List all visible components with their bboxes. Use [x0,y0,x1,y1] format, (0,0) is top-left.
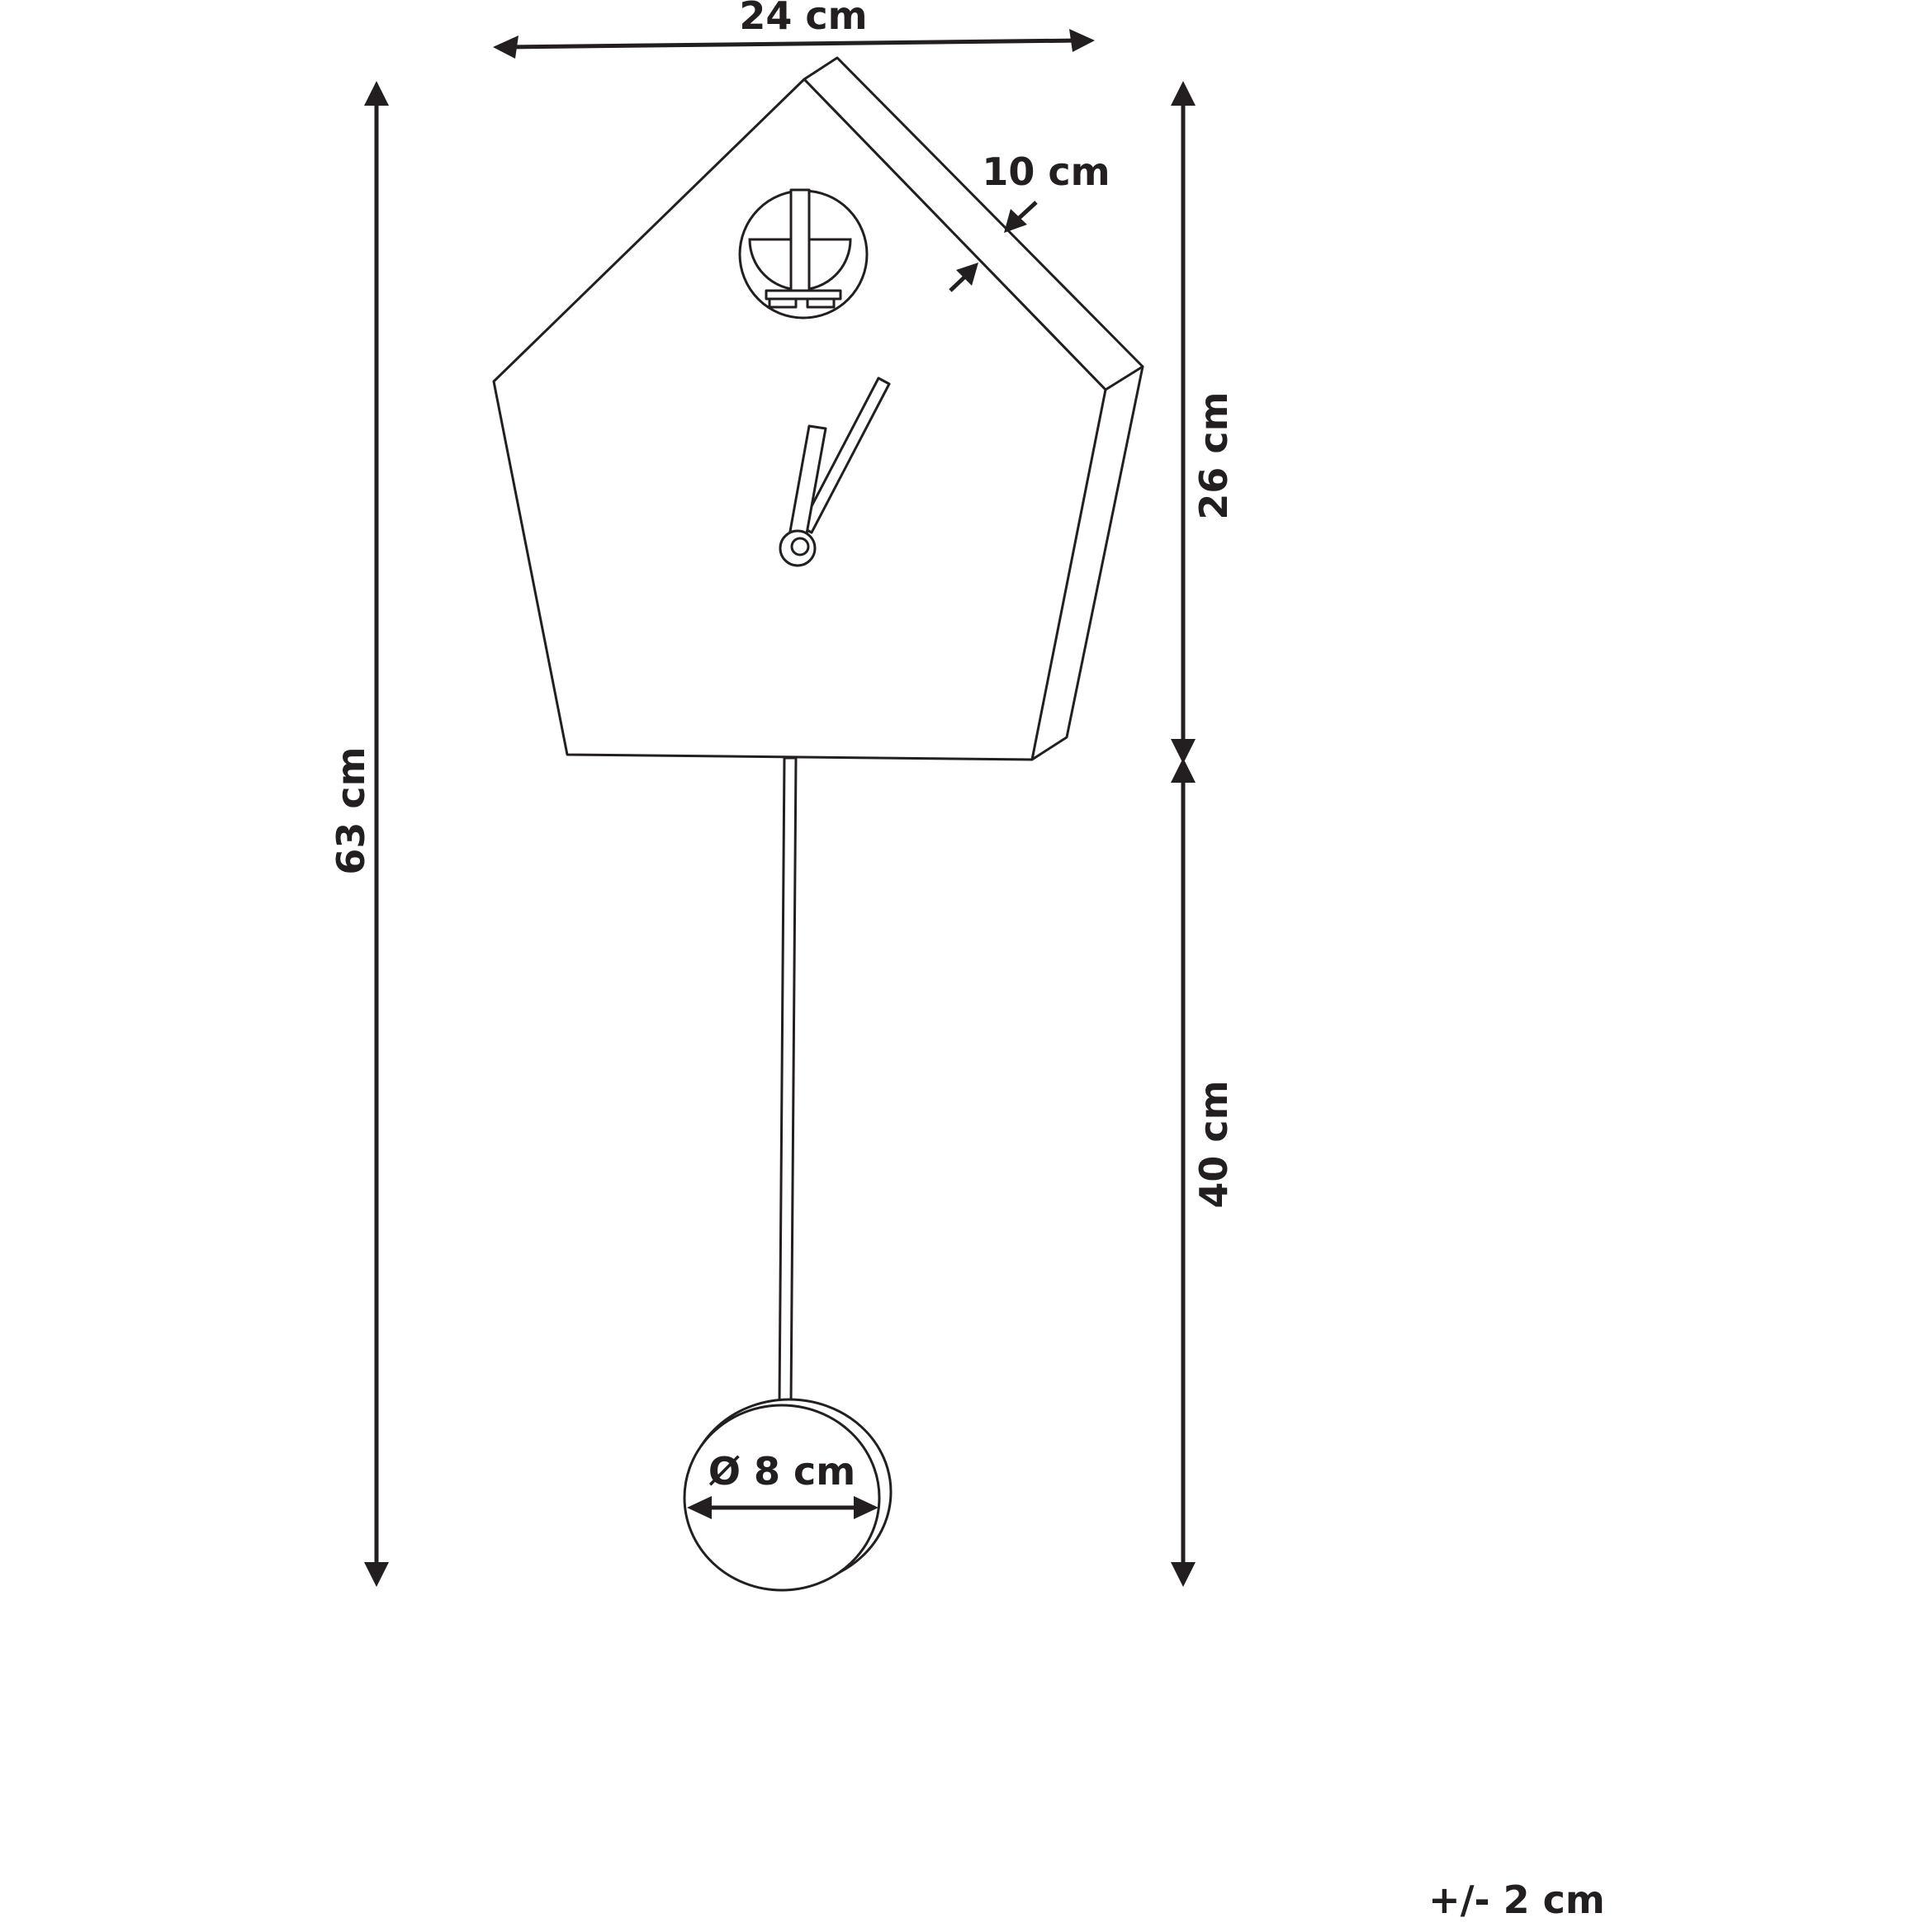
minute-hand [799,376,891,534]
width-label: 24 cm [739,0,867,38]
cuckoo-bird-stick [789,188,811,292]
pendulum [683,756,893,1592]
cuckoo-window [738,188,869,320]
clock-body [492,56,1144,761]
body-height-dimension: 26 cm [1171,81,1236,764]
pendulum-bob-front [683,1404,881,1592]
pendulum-length-arrow-top [1171,758,1196,783]
total-height-arrow-bottom [364,1562,389,1587]
width-arrow-right [1069,29,1095,52]
cuckoo-base-right [806,297,836,309]
pendulum-rod [778,756,798,1405]
body-height-label: 26 cm [1191,391,1236,519]
width-dimension-line [507,38,1081,50]
clock-front-face [492,78,1107,761]
body-height-arrow-bottom [1171,739,1196,764]
body-height-arrow-top [1171,81,1196,106]
pendulum-length-label: 40 cm [1191,1080,1236,1208]
hands-hub-inner [790,537,810,556]
tolerance-note: +/- 2 cm [1428,1878,1605,1922]
width-dimension: 24 cm [493,0,1095,59]
depth-dimension: 10 cm [949,149,1110,292]
depth-label: 10 cm [982,149,1110,194]
pendulum-diameter-dimension: Ø 8 cm [687,1449,878,1519]
pendulum-length-dimension: 40 cm [1171,758,1236,1587]
depth-arrow-upper [1004,209,1027,233]
total-height-dimension: 63 cm [329,81,389,1587]
total-height-arrow-top [364,81,389,106]
total-height-label: 63 cm [329,746,373,874]
cuckoo-platform [765,289,842,301]
depth-arrow-lower [956,263,978,286]
pendulum-diameter-arrow-left [687,1496,712,1519]
clock-hands [779,376,891,567]
pendulum-diameter-arrow-right [854,1496,878,1519]
width-arrow-left [493,36,519,59]
pendulum-diameter-label: Ø 8 cm [708,1449,855,1494]
cuckoo-base-left [768,297,798,309]
pendulum-length-arrow-bottom [1171,1562,1196,1587]
